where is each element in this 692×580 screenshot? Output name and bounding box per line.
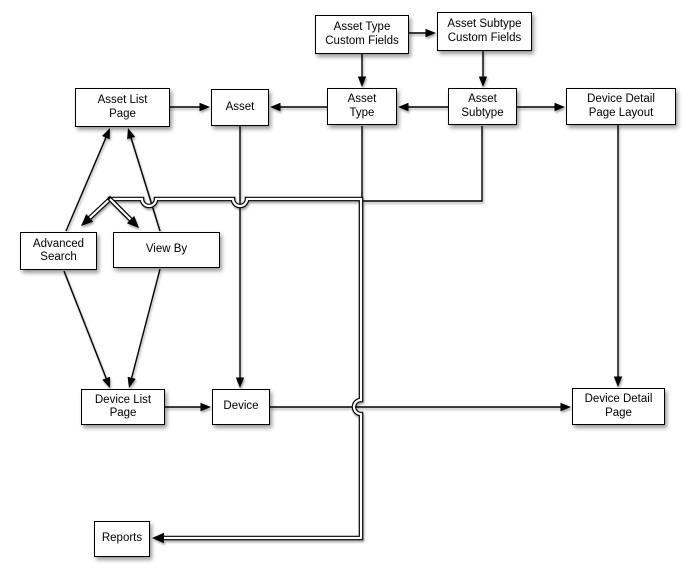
arrowhead (127, 128, 136, 140)
edge-asset-type-custom-fields-to-asset-type (357, 54, 367, 87)
arrowhead (127, 376, 136, 388)
node-label: Reports (101, 532, 143, 545)
node-label: Asset Type Custom Fields (325, 21, 399, 47)
arrowhead (554, 102, 565, 112)
node-advanced-search: Advanced Search (20, 232, 97, 270)
arrowhead (357, 76, 367, 87)
edge-asset-subtype-to-device-detail-page-layout (517, 102, 565, 112)
node-device-detail-page-layout: Device Detail Page Layout (566, 88, 676, 125)
edge-list-page-junction-to-view-by (106, 195, 139, 228)
node-device-detail-page: Device Detail Page (572, 388, 665, 425)
edge-list-page-junction-to-advanced-search (81, 195, 114, 226)
node-label: Device List Page (94, 393, 152, 420)
node-asset-subtype: Asset Subtype (448, 88, 517, 125)
arrowhead (102, 376, 111, 388)
edge-advanced-search-to-asset-list-page (65, 128, 110, 232)
edge-asset-type-custom-fields-to-asset-subtype-custom-fields (409, 28, 436, 38)
node-label: Device Detail Page Layout (587, 93, 655, 119)
edge-asset-to-device (235, 126, 245, 388)
arrowhead (199, 102, 210, 112)
node-asset: Asset (211, 89, 269, 126)
arrowhead (613, 376, 623, 387)
edge-view-by-to-device-list-page (127, 268, 161, 388)
node-asset-subtype-custom-fields: Asset Subtype Custom Fields (437, 12, 532, 51)
edge-list-page-junction-to-reports (107, 196, 364, 544)
edge-asset-subtype-to-asset-type (398, 102, 448, 112)
node-asset-type: Asset Type (327, 88, 397, 125)
node-label: View By (145, 243, 188, 256)
node-view-by: View By (113, 232, 220, 268)
arrowhead (81, 214, 94, 226)
arrowhead (560, 402, 571, 412)
node-reports: Reports (94, 521, 150, 557)
arrowhead (102, 128, 110, 140)
edge-device-to-device-detail-page (270, 402, 571, 412)
node-device-list-page: Device List Page (81, 389, 165, 425)
node-label: Device Detail Page (584, 393, 653, 419)
edge-device-detail-page-layout-to-device-detail-page (613, 125, 623, 387)
node-label: Asset (225, 100, 255, 113)
edge-view-by-to-asset-list-page (127, 128, 161, 232)
edge-advanced-search-to-device-list-page (63, 270, 111, 388)
node-asset-list-page: Asset List Page (75, 88, 170, 127)
node-label: Asset Subtype Custom Fields (447, 18, 522, 44)
node-device: Device (212, 389, 270, 425)
arrowhead (200, 402, 211, 412)
node-label: Advanced Search (32, 237, 85, 264)
arrowhead (478, 76, 488, 87)
edge-device-list-page-to-device (165, 402, 211, 412)
edge-asset-subtype-to-reports-pipe-merge (362, 126, 483, 202)
arrowhead (398, 102, 409, 112)
node-label: Asset List Page (97, 94, 148, 120)
node-asset-type-custom-fields: Asset Type Custom Fields (315, 15, 409, 54)
edge-asset-type-to-asset (270, 102, 327, 112)
arrowhead (152, 532, 164, 544)
arrowhead (270, 102, 281, 112)
edge-asset-subtype-custom-fields-to-asset-subtype (478, 51, 488, 87)
edge-asset-list-page-to-asset (170, 102, 210, 112)
node-label: Asset Subtype (461, 93, 504, 119)
node-label: Device (223, 400, 259, 413)
arrowhead (235, 377, 245, 388)
arrowhead (425, 28, 436, 38)
node-label: Asset Type (347, 93, 377, 119)
arrowhead (126, 215, 139, 228)
